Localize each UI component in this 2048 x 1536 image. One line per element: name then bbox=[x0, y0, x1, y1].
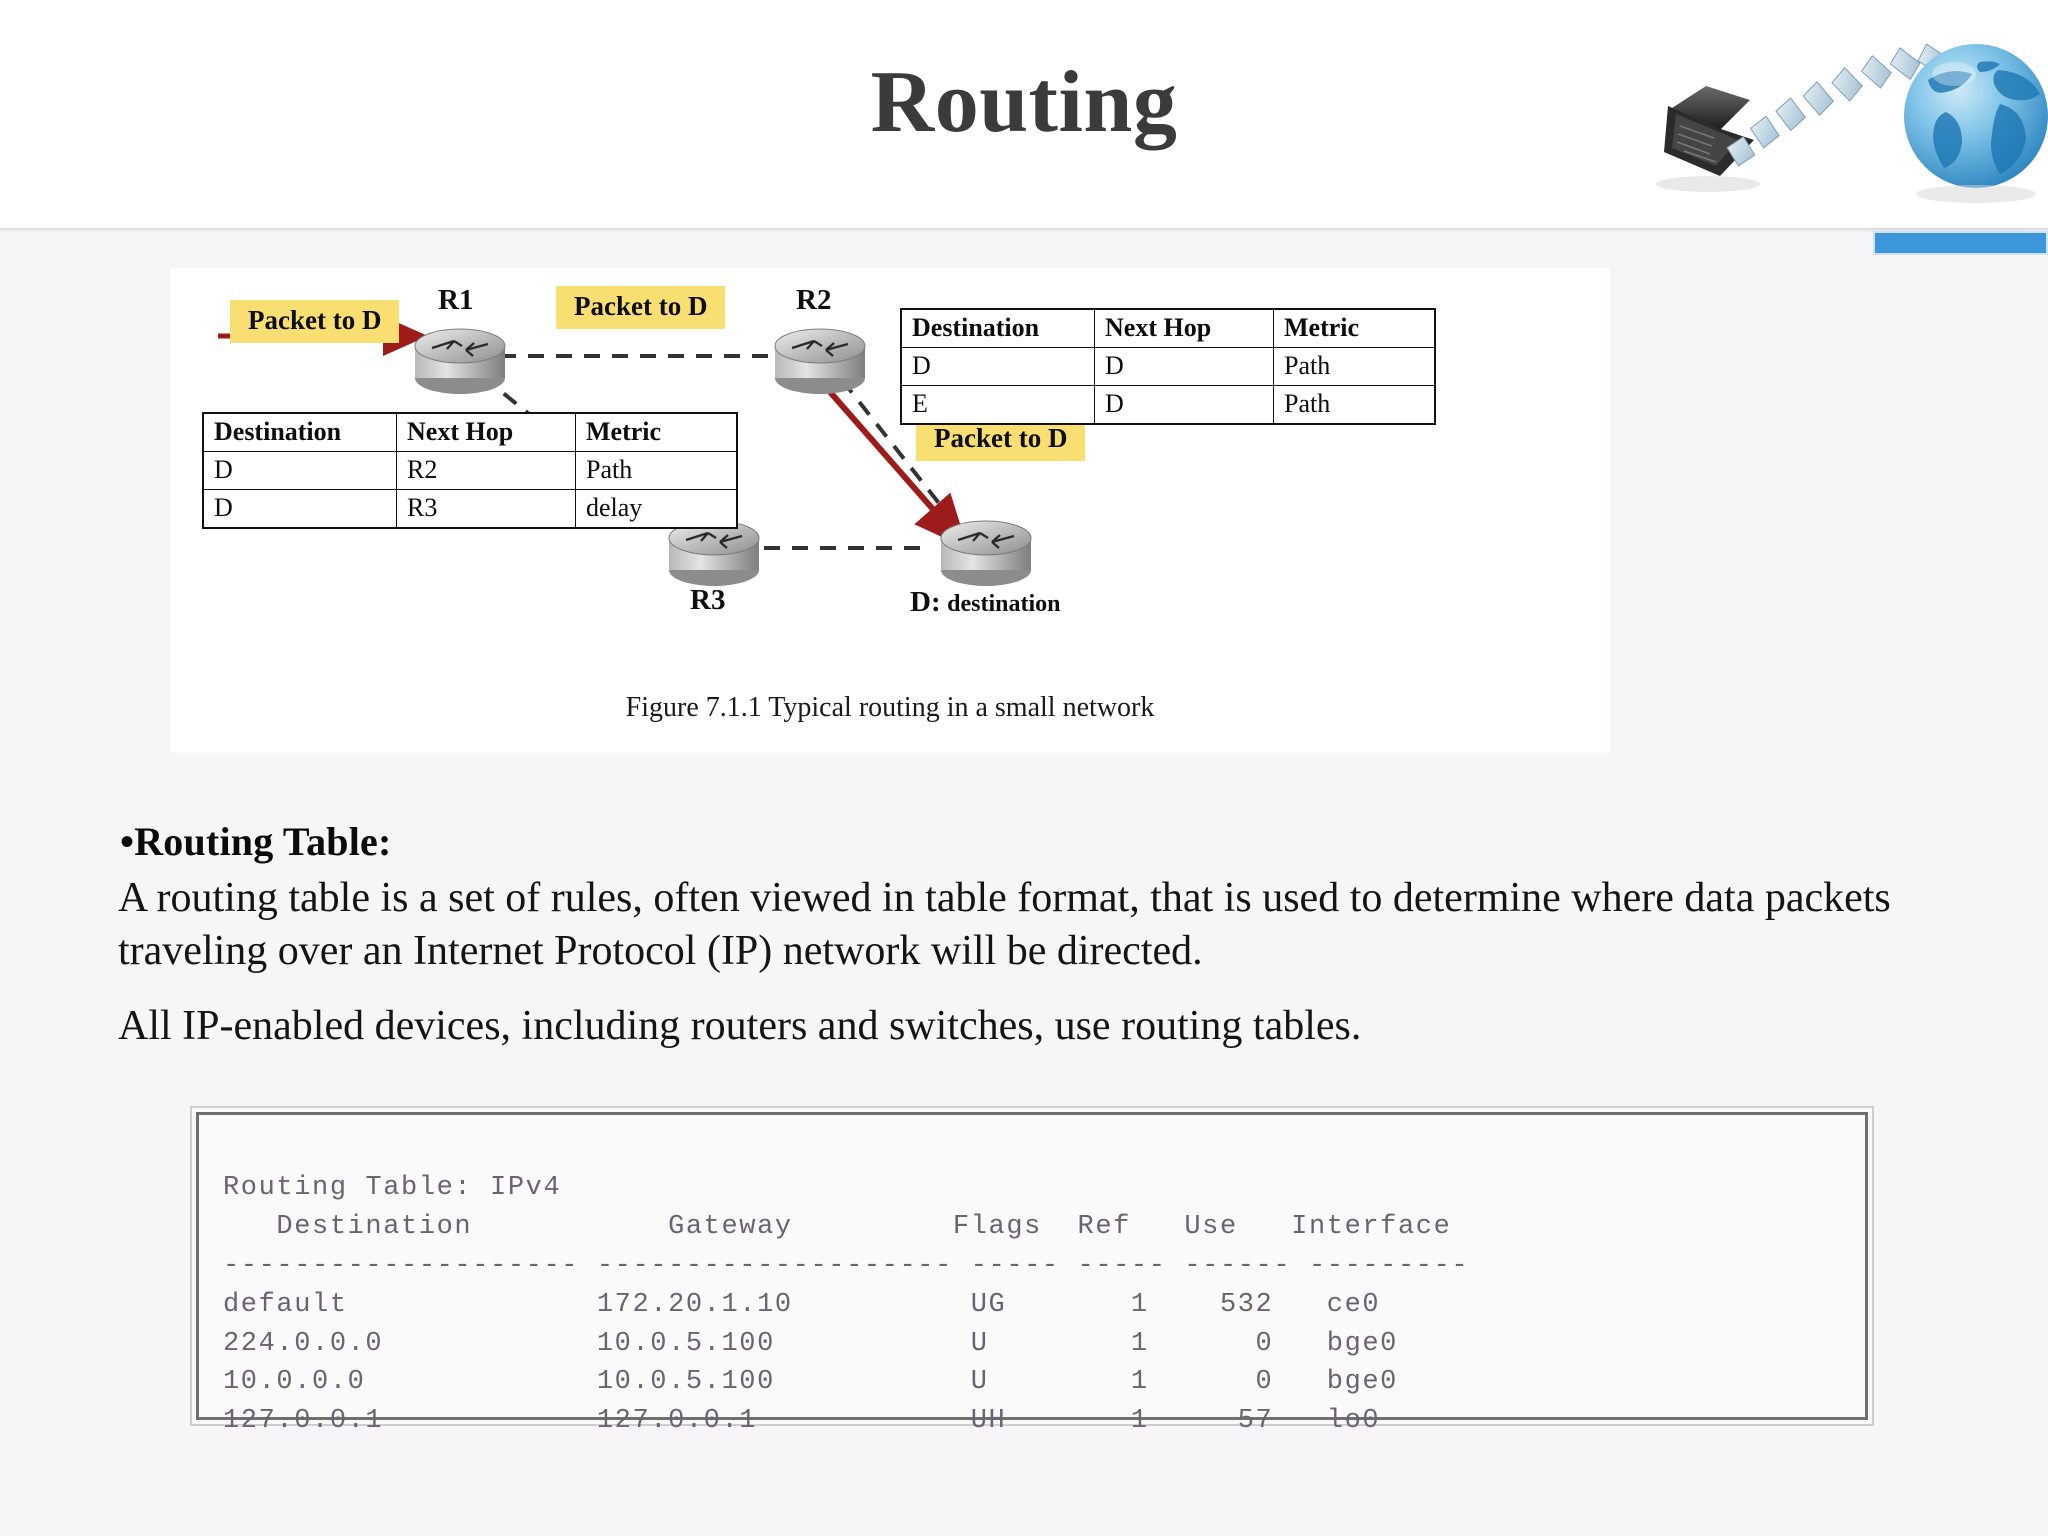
router-label-r3: R3 bbox=[690, 584, 726, 616]
router-r3-icon bbox=[668, 520, 760, 586]
packet-tag-middle: Packet to D bbox=[556, 286, 726, 329]
router-r1-icon bbox=[414, 328, 506, 394]
dest-word: destination bbox=[947, 591, 1061, 617]
table-header-row: Destination Next Hop Metric bbox=[202, 412, 738, 453]
slide-header: Routing bbox=[0, 0, 2048, 232]
col-destination: Destination bbox=[202, 412, 397, 453]
col-metric: Metric bbox=[1273, 308, 1436, 349]
terminal-output-text: Routing Table: IPv4 Destination Gateway … bbox=[223, 1173, 1470, 1437]
router-label-r2: R2 bbox=[796, 284, 832, 316]
cell-next-hop: D bbox=[1094, 347, 1274, 387]
cell-next-hop: D bbox=[1094, 385, 1274, 425]
cell-next-hop: R3 bbox=[396, 489, 576, 529]
dest-key: D: bbox=[910, 586, 941, 618]
table-row: D R2 Path bbox=[202, 451, 738, 491]
paragraph-definition: A routing table is a set of rules, often… bbox=[118, 875, 1891, 974]
header-divider bbox=[0, 228, 2048, 233]
network-diagram-panel: R1 R2 R3 D: destination Packet to D Pack… bbox=[170, 268, 1610, 753]
forwarded-packet-arrow bbox=[813, 374, 968, 550]
routing-table-heading: •Routing Table: bbox=[120, 819, 392, 864]
cell-metric: Path bbox=[575, 451, 738, 491]
col-next-hop: Next Hop bbox=[1094, 308, 1274, 349]
cell-next-hop: R2 bbox=[396, 451, 576, 491]
router-r2-icon bbox=[774, 328, 866, 394]
globe-icon bbox=[1904, 44, 2048, 203]
cell-metric: delay bbox=[575, 489, 738, 529]
cell-destination: D bbox=[900, 347, 1095, 387]
r1-routing-table: Destination Next Hop Metric D R2 Path D … bbox=[202, 412, 738, 530]
laptop-to-globe-transfer-icon bbox=[1628, 8, 2048, 218]
cell-metric: Path bbox=[1273, 385, 1436, 425]
router-d-icon bbox=[940, 520, 1032, 586]
page-title: Routing bbox=[870, 54, 1178, 151]
cell-metric: Path bbox=[1273, 347, 1436, 387]
cell-destination: D bbox=[202, 489, 397, 529]
header-accent-bar bbox=[1873, 231, 2048, 255]
table-header-row: Destination Next Hop Metric bbox=[900, 308, 1436, 349]
figure-caption: Figure 7.1.1 Typical routing in a small … bbox=[625, 692, 1155, 723]
packet-tag-left: Packet to D bbox=[230, 300, 400, 343]
col-next-hop: Next Hop bbox=[396, 412, 576, 453]
r2-routing-table: Destination Next Hop Metric D D Path E D… bbox=[900, 308, 1436, 426]
col-destination: Destination bbox=[900, 308, 1095, 349]
table-row: E D Path bbox=[900, 385, 1436, 425]
router-label-r1: R1 bbox=[438, 284, 474, 316]
router-label-d: D: destination bbox=[910, 586, 1060, 619]
cell-destination: E bbox=[900, 385, 1095, 425]
paragraph-devices: All IP-enabled devices, including router… bbox=[118, 1003, 1362, 1049]
table-row: D D Path bbox=[900, 347, 1436, 387]
cell-destination: D bbox=[202, 451, 397, 491]
document-stream-icon bbox=[1726, 43, 1949, 167]
laptop-icon bbox=[1656, 86, 1760, 192]
table-row: D R3 delay bbox=[202, 489, 738, 529]
terminal-routing-table-box: Routing Table: IPv4 Destination Gateway … bbox=[196, 1112, 1868, 1436]
col-metric: Metric bbox=[575, 412, 738, 453]
